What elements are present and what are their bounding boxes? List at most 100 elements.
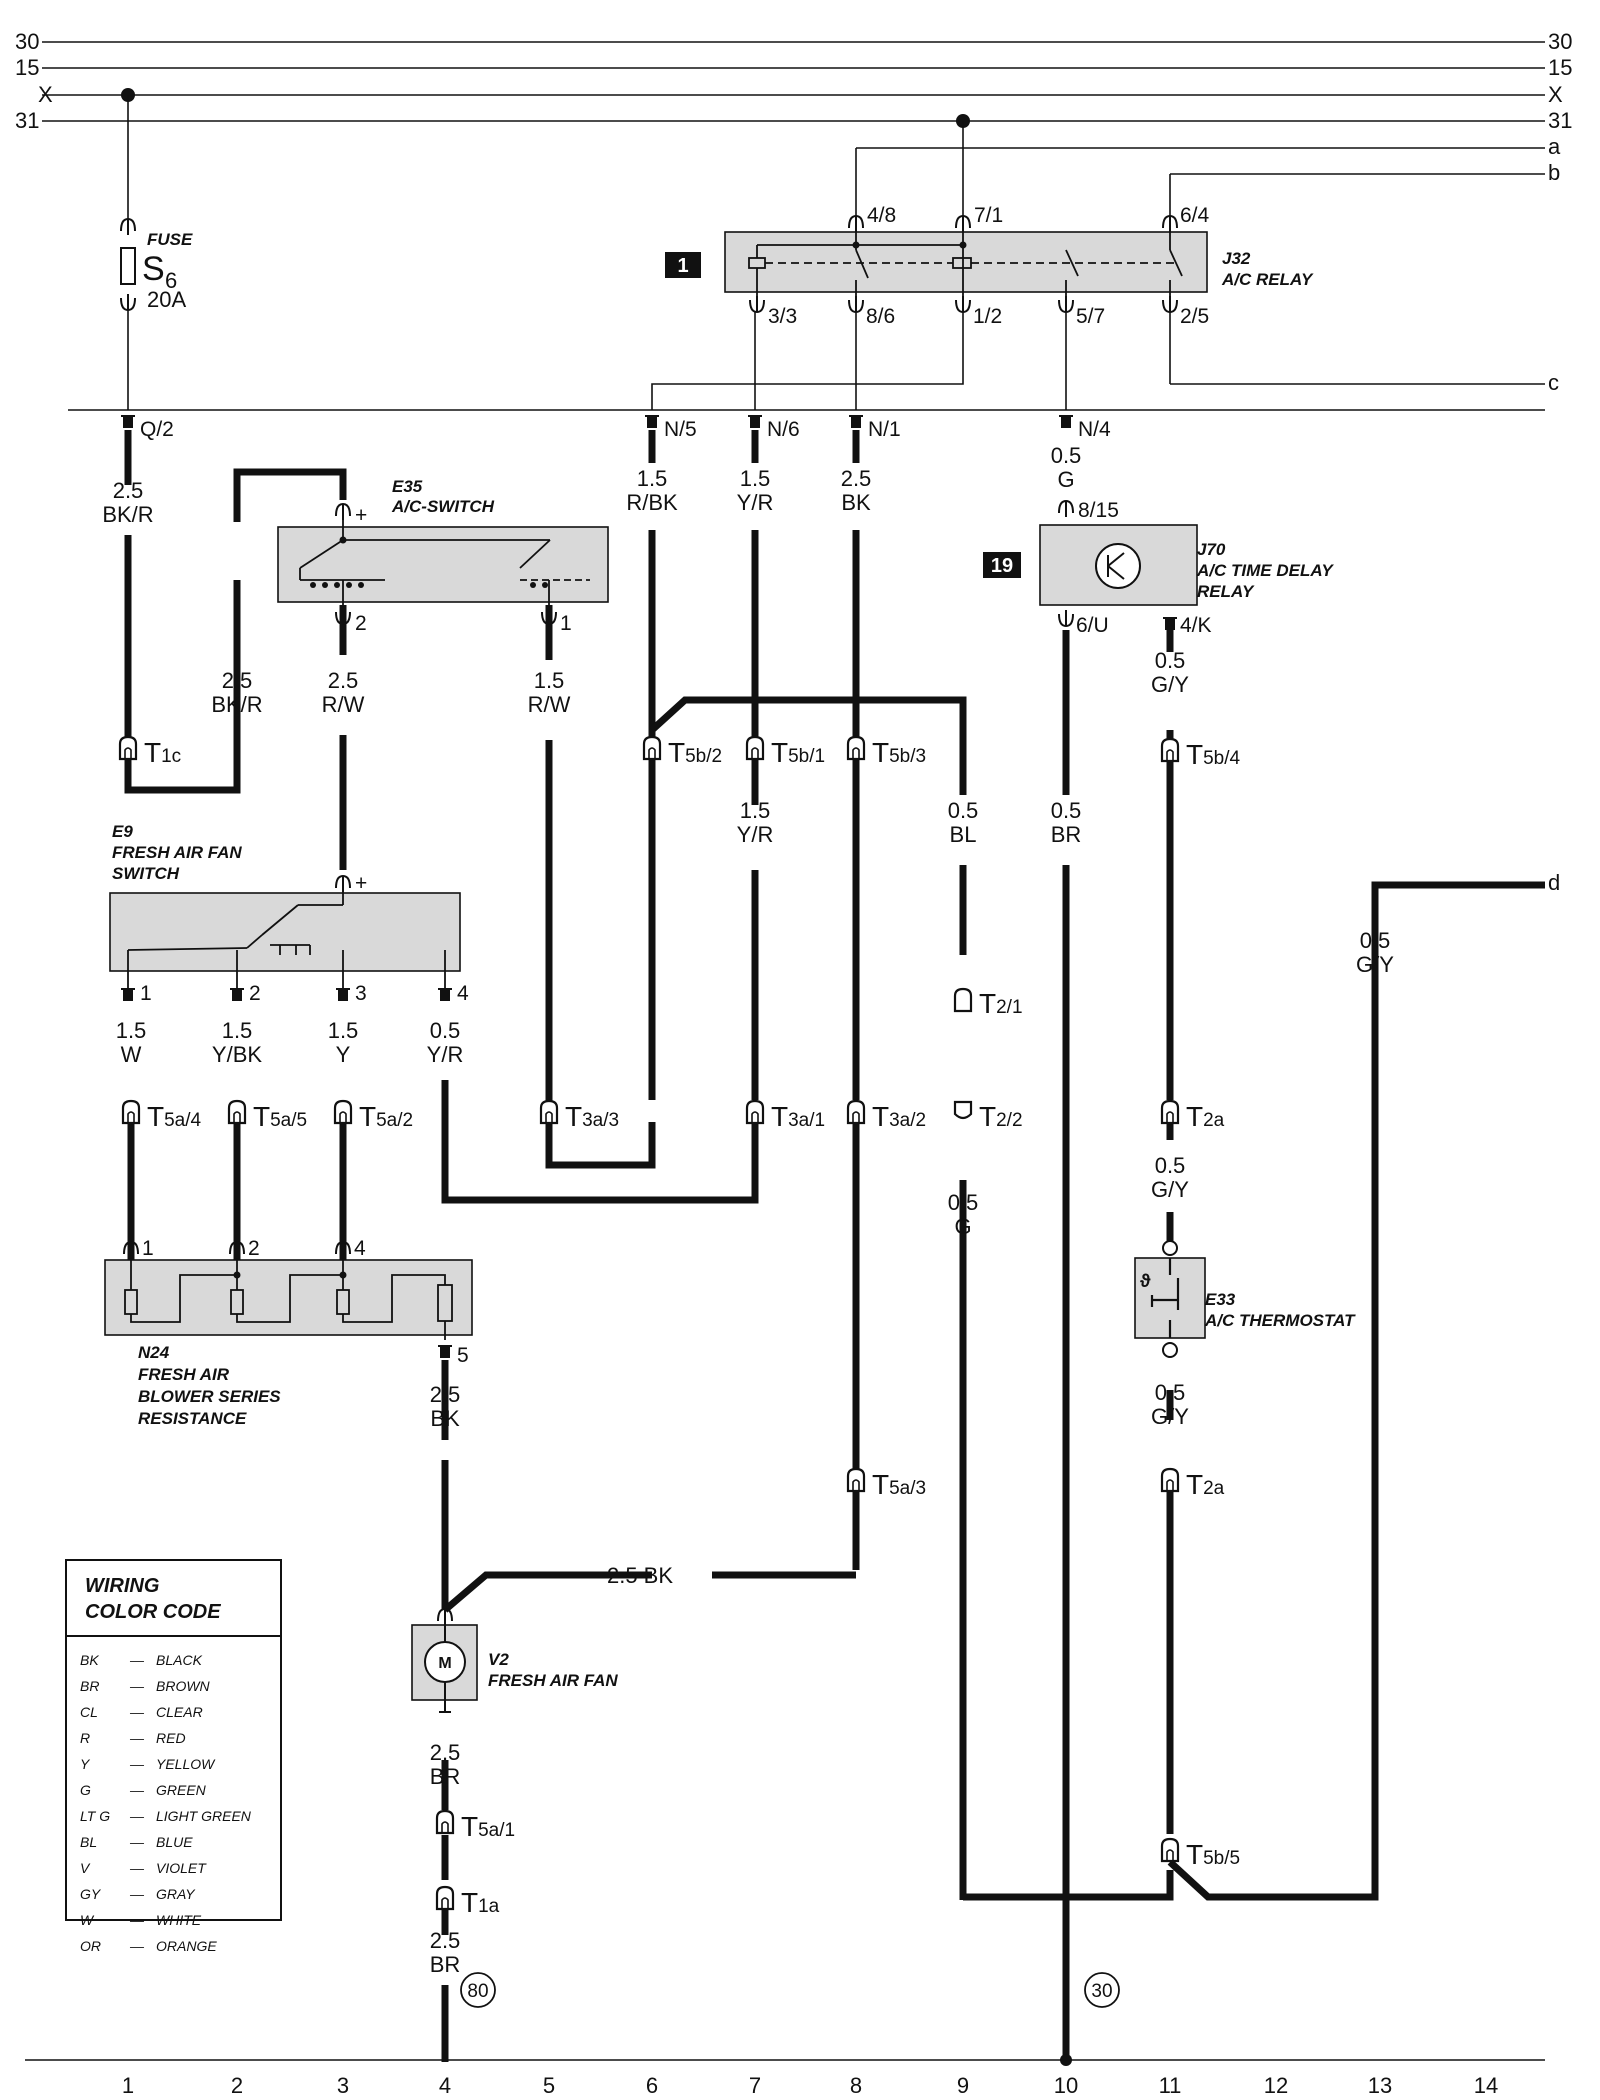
wire-label-w10-color: Y/R bbox=[737, 822, 774, 847]
j70-name-1: A/C TIME DELAY bbox=[1196, 561, 1334, 580]
wire-label-w18-size: 0.5 bbox=[948, 1190, 979, 1215]
wire-label-w11-size: 0.5 bbox=[948, 798, 979, 823]
wire-label-w18-color: G bbox=[954, 1214, 971, 1239]
legend-code: G bbox=[80, 1782, 91, 1798]
wire-label-w20-color: G/Y bbox=[1151, 1404, 1189, 1429]
fuse-s6: FUSE S 6 20A bbox=[120, 218, 193, 312]
relay-j32: 1 4/8 7/1 6/4 bbox=[665, 204, 1314, 328]
connectors bbox=[118, 735, 1180, 1911]
j70-badge bbox=[983, 552, 1021, 578]
legend-color-name: LIGHT GREEN bbox=[156, 1808, 252, 1824]
legend-color-name: BLACK bbox=[156, 1652, 203, 1668]
legend-dash: — bbox=[129, 1860, 145, 1876]
wire-label-w7-color: BK bbox=[841, 490, 871, 515]
wire-label-w19-color: G/Y bbox=[1151, 1177, 1189, 1202]
t5b2-label: T5b/2 bbox=[668, 737, 722, 768]
wire-label-w16-color: Y bbox=[336, 1042, 351, 1067]
t5b3-label: T5b/3 bbox=[872, 737, 926, 768]
bus-label-31-left: 31 bbox=[15, 108, 39, 133]
n24-pin-4: 4 bbox=[354, 1237, 366, 1260]
relay-j32-badge bbox=[665, 252, 701, 278]
wire-label-w5-size: 1.5 bbox=[637, 466, 668, 491]
wire-label-w4-color: R/W bbox=[528, 692, 571, 717]
e9-name-1: FRESH AIR FAN bbox=[112, 843, 242, 862]
ref-circle-30 bbox=[1084, 1972, 1120, 2008]
legend-dash: — bbox=[129, 1730, 145, 1746]
bus-label-d: d bbox=[1548, 870, 1560, 895]
column-number: 9 bbox=[957, 2073, 969, 2098]
j70-pin-8-15: 8/15 bbox=[1078, 499, 1119, 522]
bus-label-b: b bbox=[1548, 160, 1560, 185]
v2-name: FRESH AIR FAN bbox=[488, 1671, 618, 1690]
column-number: 11 bbox=[1159, 2073, 1182, 2098]
relay-j32-pin-5-7: 5/7 bbox=[1076, 305, 1105, 328]
wire-label-w17-color: Y/R bbox=[427, 1042, 464, 1067]
t5a5-label: T5a/5 bbox=[253, 1101, 307, 1132]
wire-label-w13-size: 0.5 bbox=[1360, 928, 1391, 953]
legend-code: BL bbox=[80, 1834, 97, 1850]
legend-dash: — bbox=[129, 1808, 145, 1824]
n24-pin-2: 2 bbox=[248, 1237, 260, 1260]
column-number: 14 bbox=[1474, 2073, 1498, 2098]
pin-n6: N/6 bbox=[767, 418, 800, 441]
wire-labels: 2.5 BK/R 2.5 BK/R 2.5 R/W 1.5 R/W 1.5 R/… bbox=[102, 443, 1394, 1977]
ground-dot-10 bbox=[1060, 2054, 1072, 2066]
legend-dash: — bbox=[129, 1756, 145, 1772]
j70-id: J70 bbox=[1197, 540, 1226, 559]
t2a-upper-label: T2a bbox=[1186, 1101, 1225, 1132]
legend-title-1: WIRING bbox=[85, 1575, 159, 1597]
relay-j32-pin-3-3: 3/3 bbox=[768, 305, 797, 328]
legend-dash: — bbox=[129, 1834, 145, 1850]
t5a2-label: T5a/2 bbox=[359, 1101, 413, 1132]
e9-pin-2: 2 bbox=[249, 982, 261, 1005]
wire-label-w2-size: 2.5 bbox=[222, 668, 253, 693]
wire-label-w3-size: 2.5 bbox=[328, 668, 359, 693]
e9-pin-1: 1 bbox=[140, 982, 152, 1005]
e9-fan-switch: + 1 2 3 4 E9 FRESH AIR FAN SWITCH bbox=[109, 822, 469, 1005]
wire-label-w23-color: BR bbox=[430, 1764, 461, 1789]
thick-wires bbox=[124, 430, 1545, 2062]
bus-label-15-left: 15 bbox=[15, 55, 39, 80]
legend-color-name: YELLOW bbox=[156, 1756, 216, 1772]
bus-label-30-left: 30 bbox=[15, 29, 39, 54]
legend-dash: — bbox=[129, 1782, 145, 1798]
bus-label-x-right: X bbox=[1548, 82, 1563, 107]
legend-code: BR bbox=[80, 1678, 99, 1694]
legend-dash: — bbox=[129, 1938, 145, 1954]
e9-pin-4: 4 bbox=[457, 982, 469, 1005]
column-number: 13 bbox=[1368, 2073, 1392, 2098]
relay-j32-name: A/C RELAY bbox=[1221, 270, 1314, 289]
e9-pin-3: 3 bbox=[355, 982, 367, 1005]
legend-color-name: GREEN bbox=[156, 1782, 207, 1798]
wire-label-w4-size: 1.5 bbox=[534, 668, 565, 693]
wire-label-w10-size: 1.5 bbox=[740, 798, 771, 823]
bus-label-15-right: 15 bbox=[1548, 55, 1572, 80]
e33-symbol: ϑ bbox=[1140, 1271, 1151, 1291]
t1a-label: T1a bbox=[461, 1887, 500, 1918]
legend-rows: BK—BLACKBR—BROWNCL—CLEARR—REDY—YELLOWG—G… bbox=[80, 1652, 252, 1954]
legend-code: BK bbox=[80, 1652, 99, 1668]
e35-id: E35 bbox=[392, 477, 423, 496]
legend-code: OR bbox=[80, 1938, 101, 1954]
column-number: 2 bbox=[231, 2073, 243, 2098]
t5a4-label: T5a/4 bbox=[147, 1101, 202, 1132]
wire-label-w6-color: Y/R bbox=[737, 490, 774, 515]
v2-symbol: M bbox=[438, 1655, 451, 1672]
e33-name: A/C THERMOSTAT bbox=[1204, 1311, 1356, 1330]
legend-color-name: BLUE bbox=[156, 1834, 193, 1850]
relay-j32-badge-text: 1 bbox=[677, 255, 688, 277]
bus-label-31-right: 31 bbox=[1548, 108, 1572, 133]
pin-n4: N/4 bbox=[1078, 418, 1111, 441]
legend-dash: — bbox=[129, 1704, 145, 1720]
bus-lines bbox=[25, 41, 1545, 2061]
e35-pin-2: 2 bbox=[355, 612, 367, 635]
column-number: 7 bbox=[749, 2073, 761, 2098]
wire-label-w20-size: 0.5 bbox=[1155, 1380, 1186, 1405]
e9-name-2: SWITCH bbox=[112, 864, 180, 883]
relay-j32-pin-2-5: 2/5 bbox=[1180, 305, 1209, 328]
n24-name-2: BLOWER SERIES bbox=[138, 1387, 281, 1406]
v2-fresh-air-fan: M V2 FRESH AIR FAN bbox=[411, 1608, 618, 1713]
t5b4-label: T5b/4 bbox=[1186, 739, 1241, 770]
column-number: 3 bbox=[337, 2073, 349, 2098]
